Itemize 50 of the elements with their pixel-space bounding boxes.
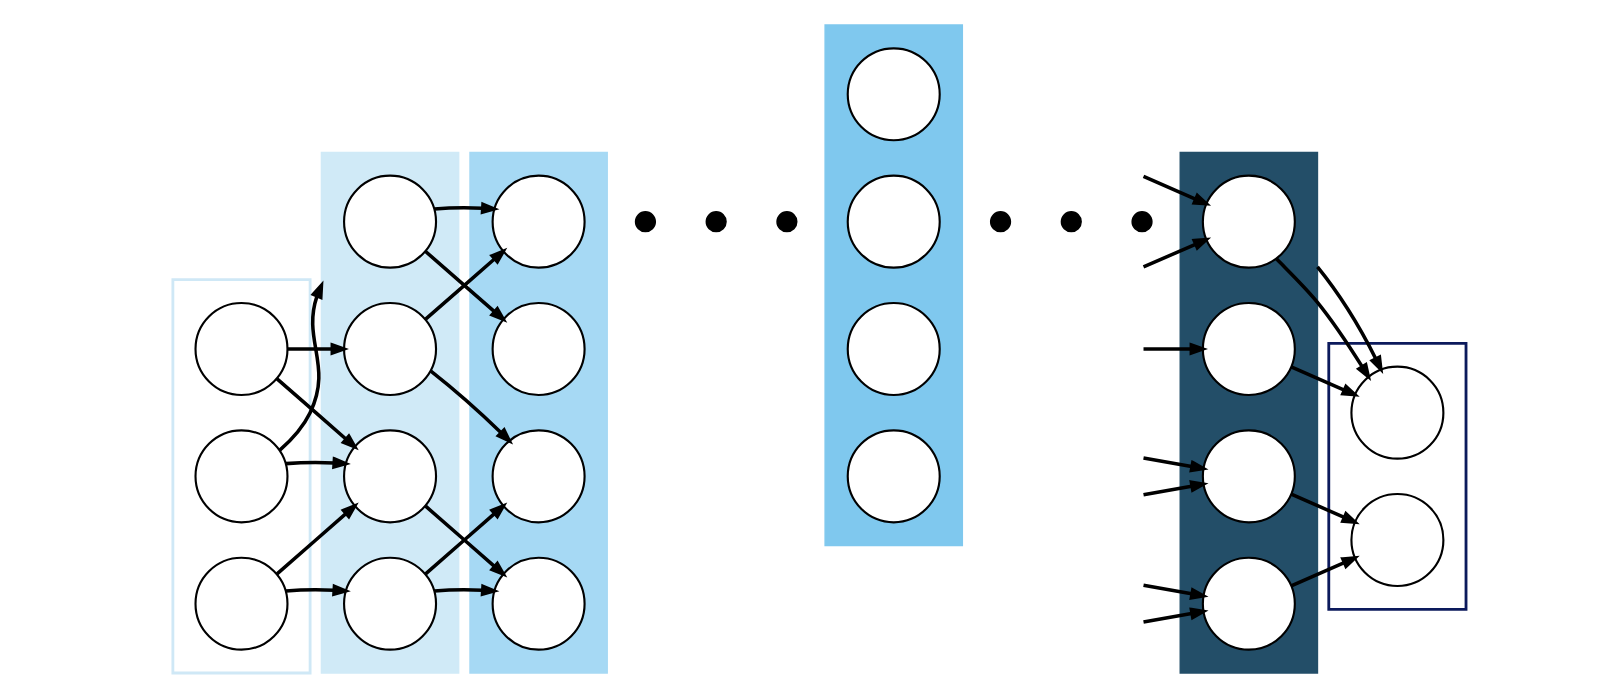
node-dot <box>705 211 727 233</box>
arrow <box>275 377 359 451</box>
node-circle <box>343 556 438 651</box>
arrow <box>1143 456 1209 473</box>
node-circle <box>1201 301 1296 397</box>
node-circle <box>343 301 438 397</box>
arrow <box>1142 174 1212 206</box>
node-circle <box>343 429 438 524</box>
cluster <box>320 151 460 674</box>
arrow <box>285 456 351 470</box>
node-dot <box>989 211 1012 233</box>
node-circle <box>846 429 941 524</box>
node-circle <box>194 429 289 524</box>
arrow <box>287 342 349 356</box>
node-circle <box>1201 556 1296 651</box>
arrow <box>1142 237 1212 269</box>
arrow <box>1290 555 1360 588</box>
node-circle <box>846 47 941 142</box>
node-circle <box>194 556 289 651</box>
arrow <box>1143 342 1208 356</box>
node-circle <box>1201 174 1296 269</box>
arrow <box>1143 583 1209 600</box>
arrow <box>434 201 500 215</box>
cluster <box>1179 151 1319 674</box>
arrow <box>1290 492 1360 525</box>
node-dot <box>634 211 657 233</box>
cluster <box>469 151 608 674</box>
arrow <box>1143 480 1209 497</box>
node-dot <box>1060 211 1082 233</box>
arrow <box>278 280 324 452</box>
arrow <box>1316 265 1384 374</box>
arrow <box>434 583 500 597</box>
node-dot <box>1131 211 1153 233</box>
cluster <box>824 24 964 547</box>
node-dot <box>776 211 798 233</box>
arrow <box>275 502 359 576</box>
arrow <box>1275 257 1372 381</box>
node-circle <box>194 301 289 397</box>
arrow <box>285 583 351 597</box>
node-circle <box>1201 429 1296 524</box>
arrow <box>1290 365 1360 397</box>
cluster <box>1327 341 1468 611</box>
node-circle <box>1350 365 1445 460</box>
arrow <box>429 369 514 445</box>
node-circle <box>343 174 438 269</box>
cluster <box>171 278 312 675</box>
arrow <box>1143 607 1209 624</box>
node-circle <box>846 174 941 269</box>
node-circle <box>846 301 941 397</box>
node-circle <box>1350 492 1445 588</box>
